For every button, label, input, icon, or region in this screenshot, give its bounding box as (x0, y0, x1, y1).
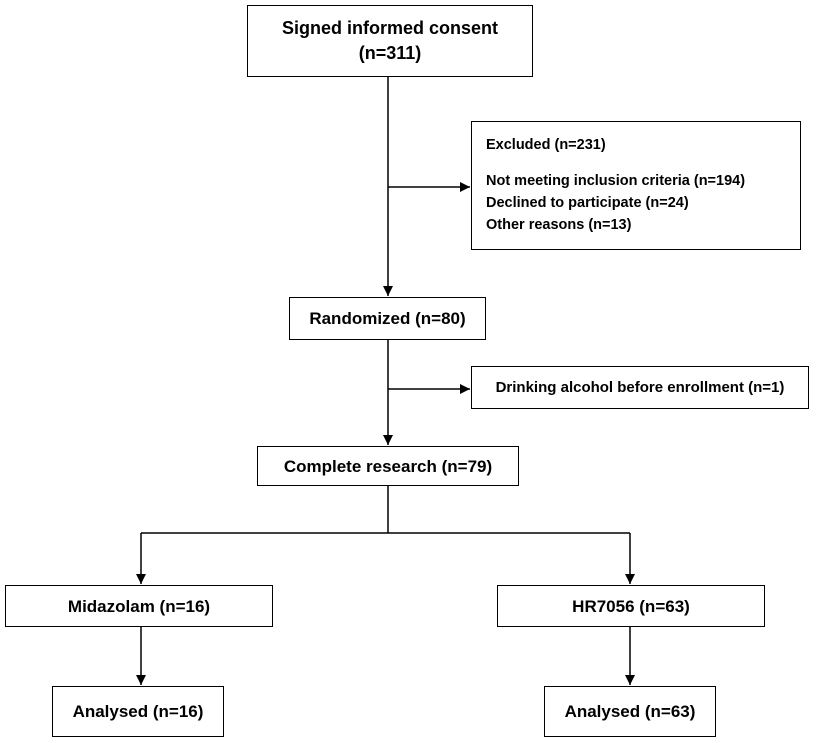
consent-title: Signed informed consent (281, 18, 499, 38)
randomized-box: Randomized (n=80) (289, 297, 486, 340)
complete-label: Complete research (n=79) (283, 456, 493, 476)
excluded-title: Excluded (n=231) (486, 137, 606, 153)
dropout-label: Drinking alcohol before enrollment (n=1) (495, 379, 785, 396)
dropout-box: Drinking alcohol before enrollment (n=1) (471, 366, 809, 409)
midazolam-analysed-label: Analysed (n=16) (72, 702, 204, 721)
excluded-reason-other: Other reasons (n=13) (486, 217, 632, 233)
consent-box: Signed informed consent (n=311) (247, 5, 533, 77)
hr7056-label: HR7056 (n=63) (572, 596, 690, 616)
randomized-label: Randomized (n=80) (309, 309, 466, 328)
hr7056-box: HR7056 (n=63) (497, 585, 765, 627)
consent-count: (n=311) (358, 43, 422, 63)
excluded-reason-criteria: Not meeting inclusion criteria (n=194) (486, 173, 746, 189)
excluded-reason-declined: Declined to participate (n=24) (486, 195, 689, 211)
midazolam-box: Midazolam (n=16) (5, 585, 273, 627)
hr7056-analysed-box: Analysed (n=63) (544, 686, 716, 737)
complete-box: Complete research (n=79) (257, 446, 519, 486)
midazolam-analysed-box: Analysed (n=16) (52, 686, 224, 737)
excluded-box: Excluded (n=231) Not meeting inclusion c… (471, 121, 801, 250)
hr7056-analysed-label: Analysed (n=63) (564, 702, 696, 721)
midazolam-label: Midazolam (n=16) (67, 596, 211, 616)
